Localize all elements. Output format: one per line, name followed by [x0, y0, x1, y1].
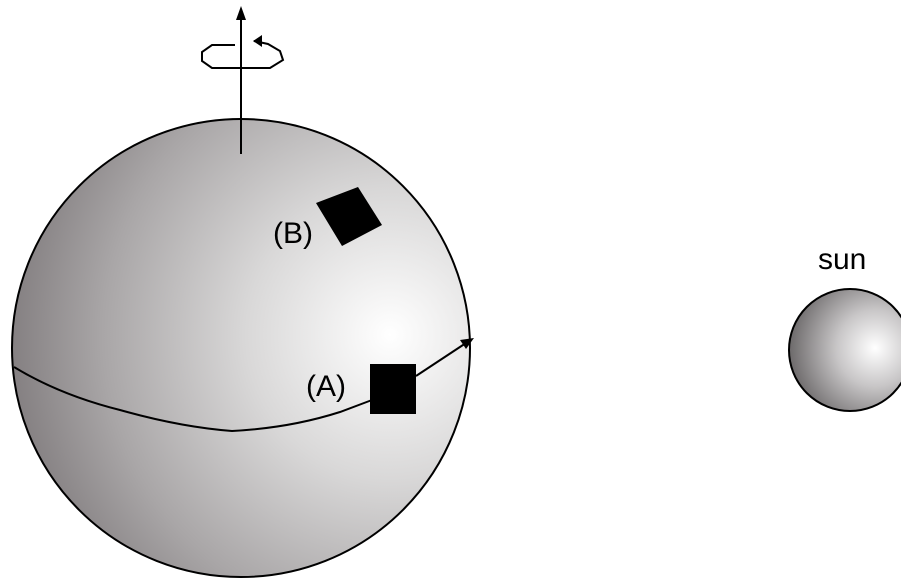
region-a-square [370, 364, 416, 414]
counterclockwise-rotation-icon [202, 35, 283, 68]
sun-label: sun [818, 243, 866, 276]
planet-sphere [12, 119, 470, 577]
up-arrow-icon [236, 6, 246, 20]
region-a-label: (A) [306, 370, 346, 403]
sun-sphere [789, 289, 901, 411]
region-b-label: (B) [273, 217, 313, 250]
